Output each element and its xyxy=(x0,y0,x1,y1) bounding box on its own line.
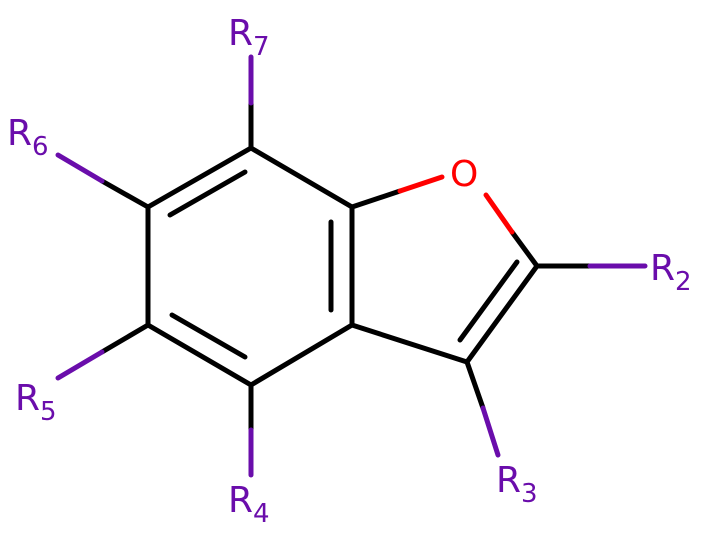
bond-c3-c2-inner xyxy=(457,259,520,343)
bond-c3a-c3 xyxy=(349,322,470,365)
bond-c7a-o-left xyxy=(349,188,403,210)
bond-c6-r6-inner xyxy=(99,178,151,210)
bond-r5 xyxy=(55,349,105,381)
bond-r3 xyxy=(480,405,501,458)
oxygen-bonds xyxy=(397,174,515,235)
ring-bonds xyxy=(99,100,593,433)
bond-c3-c2 xyxy=(464,263,540,365)
bond-o-c2-right xyxy=(509,229,540,269)
r6-label: R6 xyxy=(7,113,49,162)
r3-label: R3 xyxy=(496,460,538,509)
bond-o-c2-left xyxy=(483,192,515,235)
bond-c5-r5-inner xyxy=(99,322,151,355)
r2-label: R2 xyxy=(650,248,692,297)
bond-c4-c3a xyxy=(248,322,355,388)
r5-label: R5 xyxy=(15,378,57,427)
r7-label: R7 xyxy=(228,13,270,62)
bond-c5-c4 xyxy=(145,322,254,388)
bond-c5-c4-inner xyxy=(169,312,248,360)
bond-c7-c6 xyxy=(145,145,254,210)
bond-c7-c6-inner xyxy=(167,169,248,218)
bond-c7a-c7 xyxy=(248,145,355,210)
oxygen-label: O xyxy=(450,154,478,195)
bond-r6 xyxy=(55,152,105,184)
bond-c7a-o-right xyxy=(397,174,445,194)
rgroup-bonds xyxy=(55,54,648,478)
r4-label: R4 xyxy=(228,480,270,529)
bond-c3-r3-inner xyxy=(464,359,486,411)
